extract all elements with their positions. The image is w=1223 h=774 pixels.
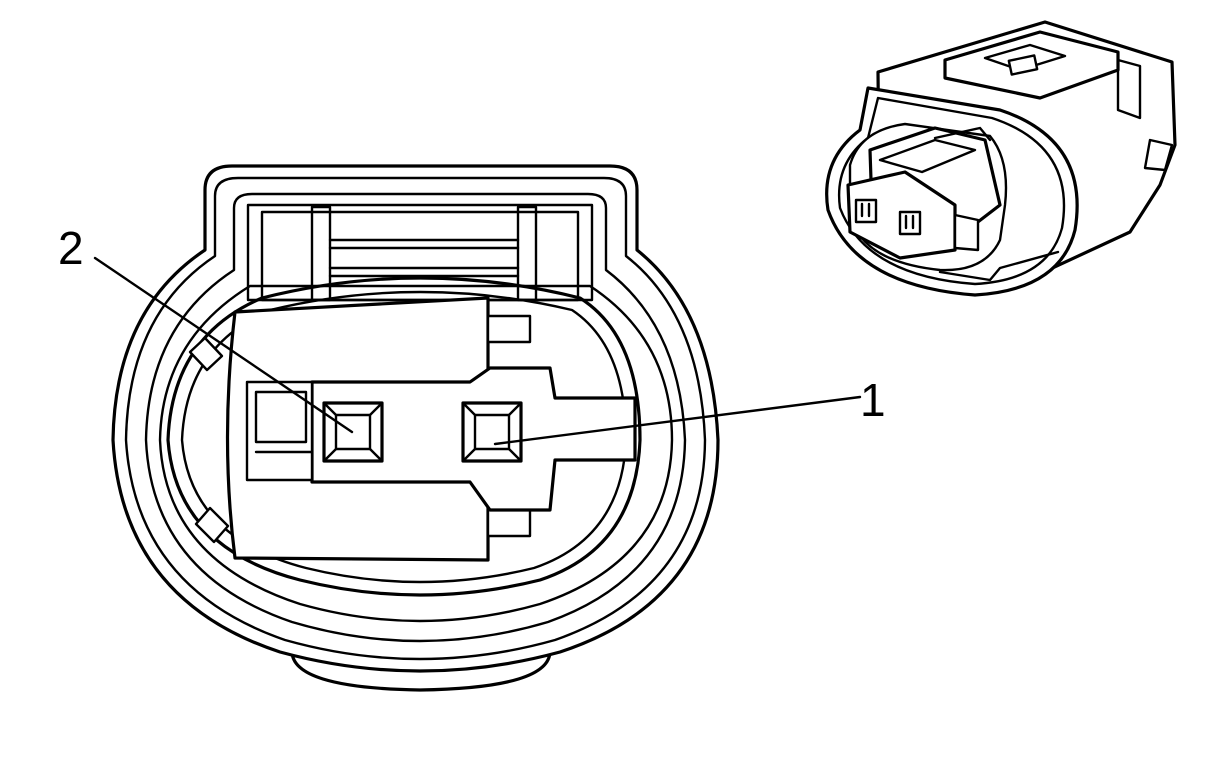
housing-ring-2 — [144, 192, 687, 643]
notch-lower — [194, 506, 230, 544]
lock-detail-inner — [254, 390, 308, 444]
notch-upper — [188, 336, 224, 372]
iso-terminal-cavity-2 — [854, 198, 878, 224]
connector-face-view — [111, 164, 720, 692]
terminal-cavity-1 — [461, 401, 523, 463]
leader-line-2 — [93, 256, 354, 434]
housing-inner-wall — [158, 284, 674, 623]
housing-ring-1 — [124, 176, 707, 661]
connector-isometric-view — [825, 20, 1177, 297]
callouts: 2 1 — [58, 222, 886, 446]
inner-chamber — [166, 276, 642, 597]
callout-label-1: 1 — [860, 374, 886, 426]
key-slot-lower — [486, 508, 532, 538]
iso-terminal-cavity-1 — [898, 210, 922, 236]
leader-line-1 — [493, 395, 862, 446]
key-slot-upper — [486, 314, 532, 344]
terminal-cavity-2 — [322, 401, 384, 463]
callout-label-2: 2 — [58, 222, 84, 274]
